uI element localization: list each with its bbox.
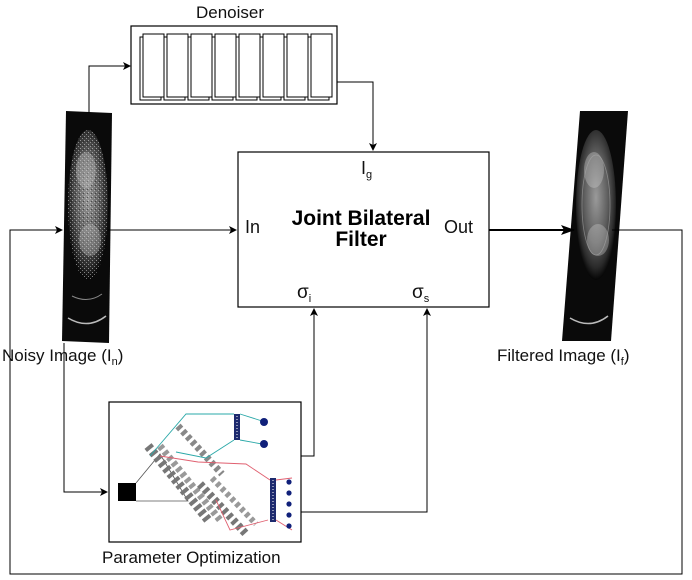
parameter-optimization-block: [108, 401, 302, 543]
arrow-optimizer-to-sigma-s: [301, 308, 431, 513]
arrow-feedback-loop: [9, 226, 683, 575]
arrow-denoiser-to-guide: [337, 81, 377, 151]
filter-output-label: Out: [444, 217, 474, 237]
optimizer-input-square: [118, 483, 136, 501]
joint-bilateral-filter-box: [237, 151, 490, 308]
arrow-optimizer-to-sigma-i: [301, 308, 318, 457]
output-node-3: [286, 479, 292, 485]
denoiser-block: [130, 25, 338, 105]
connections: [9, 62, 683, 575]
output-node-2: [260, 440, 268, 448]
arrow-noisy-to-denoiser: [88, 62, 131, 113]
guide-image-label: Ig: [361, 158, 373, 181]
fc-layer-lower: [270, 478, 276, 522]
sigma-i-label: σi: [297, 282, 312, 305]
filter-title: Joint Bilateral Filter: [291, 207, 431, 251]
denoiser-layers: [139, 33, 333, 101]
noisy-image: [62, 111, 112, 343]
filtered-image: [562, 111, 628, 341]
arrow-noisy-to-optimizer: [63, 343, 108, 496]
sigma-s-label: σs: [412, 282, 430, 305]
filter-input-label: In: [245, 217, 261, 237]
output-node-1: [260, 418, 268, 426]
denoiser-title: Denoiser: [196, 3, 265, 22]
output-node-4: [286, 490, 292, 496]
filtered-image-label: Filtered Image (If): [497, 346, 630, 368]
output-node-7: [286, 523, 292, 529]
optimizer-title: Parameter Optimization: [102, 548, 281, 567]
output-node-6: [286, 512, 292, 518]
optimizer-feature-maps: [144, 423, 259, 537]
fc-layer-upper: [234, 414, 240, 440]
output-node-5: [286, 501, 292, 507]
noisy-image-label: Noisy Image (In): [2, 346, 124, 368]
